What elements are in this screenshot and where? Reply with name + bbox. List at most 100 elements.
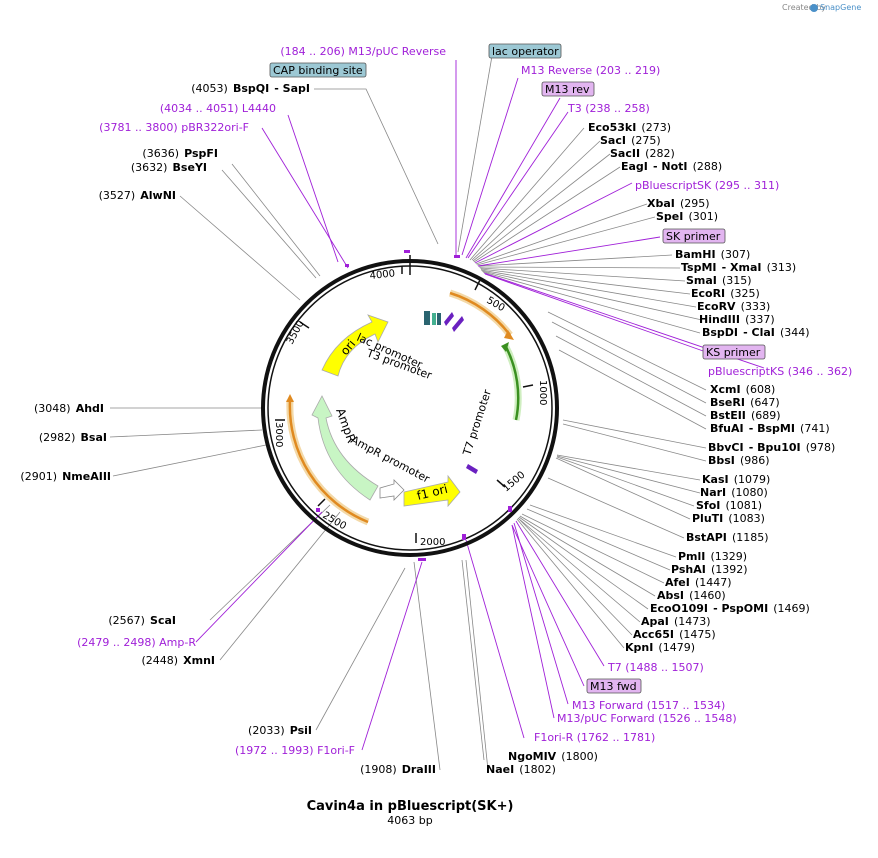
primer-label-f1ori-f: (1972 .. 1993) F1ori-F <box>235 744 355 757</box>
enzyme-label-pshai: PshAI (1392) <box>671 558 748 577</box>
cap-binding-site-box <box>269 62 367 78</box>
enzyme-label-ecorv: EcoRV (333) <box>697 295 770 314</box>
sk-primer-box <box>662 228 726 244</box>
cap-binding-site-label: CAP binding site <box>273 64 363 77</box>
enzyme-label-kpni: KpnI (1479) <box>625 636 695 655</box>
tick-label: 3000 <box>273 422 284 447</box>
tick-label: 1000 <box>537 380 548 405</box>
green-arc <box>503 344 520 421</box>
enzyme-label-bamhi: BamHI (307) <box>675 243 750 262</box>
enzyme-label-pmli: PmlI (1329) <box>678 545 747 564</box>
enzyme-label-ngomiv: NgoMIV (1800) <box>508 745 598 764</box>
m13-fwd-box <box>586 678 642 694</box>
enzyme-label-sacii: SacII (282) <box>610 142 675 161</box>
enzyme-label-apai: ApaI (1473) <box>641 610 711 629</box>
enzyme-label-pspfi: (3636) PspFI <box>142 142 218 161</box>
arrow-head <box>504 330 514 340</box>
tick-label: 2000 <box>420 537 445 548</box>
map-title: Cavin4a in pBluescript(SK+) <box>307 799 514 814</box>
tick-marks <box>275 255 534 543</box>
enzyme-label-xbai: XbaI (295) <box>647 192 710 211</box>
m13-rev-label: M13 rev <box>545 83 590 96</box>
left-primer-labels: (184 .. 206) M13/pUC Reverse (4034 .. 40… <box>77 45 446 757</box>
tick-labels: 500 1000 1500 2000 2500 3000 3500 4000 <box>273 268 548 548</box>
enzyme-label-tspmi: TspMI - XmaI (313) <box>681 256 796 275</box>
enzyme-label-bsteii: BstEII (689) <box>710 404 781 423</box>
enzyme-label-bsai: (2982) BsaI <box>39 426 107 445</box>
left-orange-arc <box>288 399 369 524</box>
primer-label-l4440: (4034 .. 4051) L4440 <box>160 102 276 115</box>
primer-label-pbluescriptsk: pBluescriptSK (295 .. 311) <box>635 179 779 192</box>
enzyme-label-scai: (2567) ScaI <box>108 609 176 628</box>
primer-label-t7: T7 (1488 .. 1507) <box>607 661 704 674</box>
ampr-promoter-feature <box>379 479 405 501</box>
tick-label: 4000 <box>369 268 395 282</box>
enzyme-label-saci: SacI (275) <box>600 129 661 148</box>
enzyme-label-eco53ki: Eco53kI (273) <box>588 116 671 135</box>
f1-ori-feature <box>403 474 461 508</box>
sk-primer-label: SK primer <box>666 230 721 243</box>
left-enzyme-labels: (4053) BspQI - SapI (3636) PspFI (3632) … <box>20 77 436 776</box>
enzyme-label-spei: SpeI (301) <box>656 205 718 224</box>
primer-label-m13-puc-forward: M13/pUC Forward (1526 .. 1548) <box>557 712 737 725</box>
enzyme-label-bbsi: BbsI (986) <box>708 449 770 468</box>
enzyme-label-bbvci: BbvCI - Bpu10I (978) <box>708 436 835 455</box>
primer-label-m13-forward: M13 Forward (1517 .. 1534) <box>572 699 725 712</box>
enzyme-label-bspdi: BspDI - ClaI (344) <box>702 321 810 340</box>
enzyme-label-kasi: KasI (1079) <box>702 468 770 487</box>
enzyme-label-ahdi: (3048) AhdI <box>34 397 104 416</box>
t7-promoter-label: T7 promoter <box>460 388 494 458</box>
enzyme-label-bspqi: (4053) BspQI - SapI <box>191 77 310 96</box>
arrow-head <box>286 394 294 402</box>
enzyme-label-acc65i: Acc65I (1475) <box>633 623 716 642</box>
primer-label-amp-r: (2479 .. 2498) Amp-R <box>77 636 196 649</box>
right-primer-labels: M13 Reverse (203 .. 219) T3 (238 .. 258)… <box>521 64 852 744</box>
enzyme-label-alwni: (3527) AlwNI <box>99 184 176 203</box>
enzyme-label-hindiii: HindIII (337) <box>699 308 775 327</box>
m13-rev-box <box>541 81 595 97</box>
feature-boxes: CAP binding site lac operator M13 rev SK… <box>269 43 766 694</box>
ori-feature <box>321 314 389 377</box>
enzyme-label-xcmi: XcmI (608) <box>710 378 775 397</box>
primer-label-f1ori-r: F1ori-R (1762 .. 1781) <box>534 731 655 744</box>
lac-operator-label: lac operator <box>492 45 559 58</box>
m13-fwd-label: M13 fwd <box>590 680 637 693</box>
enzyme-label-ecori: EcoRI (325) <box>691 282 760 301</box>
enzyme-label-bseyi: (3632) BseYI <box>131 156 207 175</box>
enzyme-label-ecoo109i: EcoO109I - PspOMI (1469) <box>650 597 810 616</box>
enzyme-label-psii: (2033) PsiI <box>248 719 312 738</box>
enzyme-label-nmeaiii: (2901) NmeAIII <box>20 465 111 484</box>
enzyme-label-bstapi: BstAPI (1185) <box>686 526 769 545</box>
enzyme-label-sfoi: SfoI (1081) <box>696 494 762 513</box>
enzyme-label-absi: AbsI (1460) <box>657 584 726 603</box>
ks-primer-label: KS primer <box>706 346 761 359</box>
snapgene-brand: SnapGene <box>820 3 861 12</box>
enzyme-label-afei: AfeI (1447) <box>665 571 732 590</box>
tick-label: 1500 <box>501 470 528 495</box>
t3-orange-arc <box>449 291 511 336</box>
snapgene-logo: SnapGene <box>810 3 861 12</box>
right-enzyme-labels: Eco53kI (273) SacI (275) SacII (282) Eag… <box>486 116 835 777</box>
backbone-outer <box>261 259 559 557</box>
primer-label-m13-reverse: M13 Reverse (203 .. 219) <box>521 64 660 77</box>
primer-label-pbluescriptks: pBluescriptKS (346 .. 362) <box>708 365 852 378</box>
map-length: 4063 bp <box>387 814 432 827</box>
primer-label-m13-puc-reverse: (184 .. 206) M13/pUC Reverse <box>280 45 446 58</box>
arrow-head <box>501 342 509 352</box>
primer-label-t3: T3 (238 .. 258) <box>567 102 650 115</box>
enzyme-label-eagi: EagI - NotI (288) <box>621 155 722 174</box>
enzyme-label-xmni: (2448) XmnI <box>141 649 215 668</box>
primer-label-pbr322ori-f: (3781 .. 3800) pBR322ori-F <box>99 121 249 134</box>
lac-operator-box <box>488 43 562 59</box>
enzyme-label-nari: NarI (1080) <box>700 481 768 500</box>
enzyme-label-naei: NaeI (1802) <box>486 758 556 777</box>
credit-text: Created by <box>782 3 826 12</box>
enzyme-label-smai: SmaI (315) <box>686 269 752 288</box>
site-lines <box>109 55 707 771</box>
ks-primer-box <box>702 344 766 360</box>
enzyme-label-pluti: PluTI (1083) <box>692 507 765 526</box>
enzyme-label-bseri: BseRI (647) <box>710 391 780 410</box>
mcs-features <box>424 311 478 474</box>
enzyme-label-bfuai: BfuAI - BspMI (741) <box>710 417 830 436</box>
